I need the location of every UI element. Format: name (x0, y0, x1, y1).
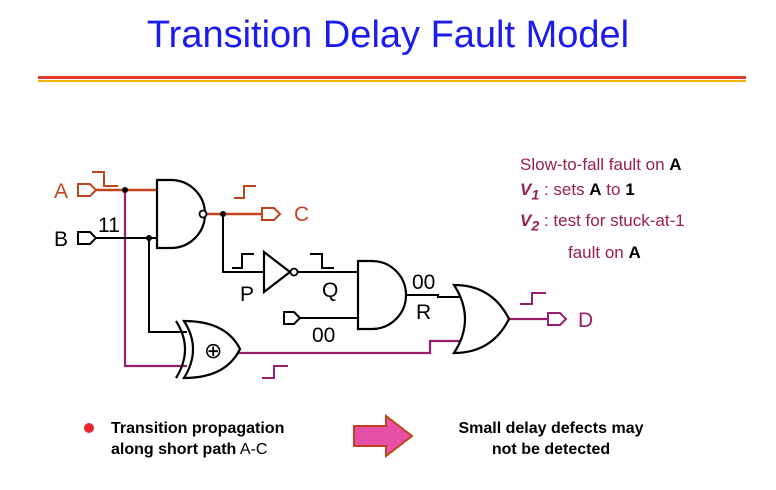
xor-symbol: ⊕ (204, 339, 222, 364)
label-b: B (54, 228, 68, 251)
note-v1: V1 : sets A to 1 (520, 180, 635, 204)
input-b-arrow (77, 231, 98, 245)
page-title: Transition Delay Fault Model (146, 14, 630, 56)
note-v2: V2 : test for stuck-at-1 (520, 211, 685, 235)
label-p: P (240, 283, 254, 306)
nand-gate (155, 178, 207, 250)
input-and2-arrow (283, 311, 302, 325)
not-gate (262, 249, 292, 295)
junction-c (220, 211, 226, 217)
xor-gate (181, 319, 242, 380)
label-r: R (416, 301, 431, 324)
label-q: Q (322, 279, 338, 302)
fault-note: Slow-to-fall fault on A V1 : sets A to 1… (520, 152, 685, 265)
waveform-p (232, 253, 254, 269)
right-arrow-icon (353, 414, 414, 458)
title-underline-gold (38, 80, 746, 82)
title-underline-red (38, 76, 746, 79)
output-d-arrow (547, 312, 568, 326)
bullet-icon (84, 423, 94, 433)
label-b-value: 11 (98, 214, 120, 237)
waveform-q (310, 253, 334, 269)
bullet-text: Transition propagation along short path … (111, 420, 285, 458)
junction-a (122, 187, 128, 193)
note-v2-line2: fault on A (568, 242, 641, 262)
not-bubble (289, 267, 299, 277)
label-c: C (294, 203, 309, 226)
label-a: A (54, 180, 68, 203)
label-and-value: 00 (312, 324, 335, 347)
waveform-c (234, 185, 256, 199)
label-d: D (578, 309, 593, 332)
defects-text: Small delay defects may not be detected (458, 420, 644, 458)
waveform-xor (262, 365, 288, 379)
waveform-a (92, 171, 118, 187)
note-line1: Slow-to-fall fault on A (520, 155, 682, 174)
magenta-path (123, 190, 548, 368)
input-a-arrow (77, 183, 98, 197)
nand-bubble (198, 209, 208, 219)
output-c-arrow (261, 207, 282, 221)
waveform-d (520, 292, 546, 305)
label-r-value: 00 (412, 271, 435, 294)
junction-b (146, 235, 152, 241)
or-gate (451, 283, 511, 355)
and-gate (356, 259, 408, 331)
xor-gate-back (175, 320, 187, 379)
